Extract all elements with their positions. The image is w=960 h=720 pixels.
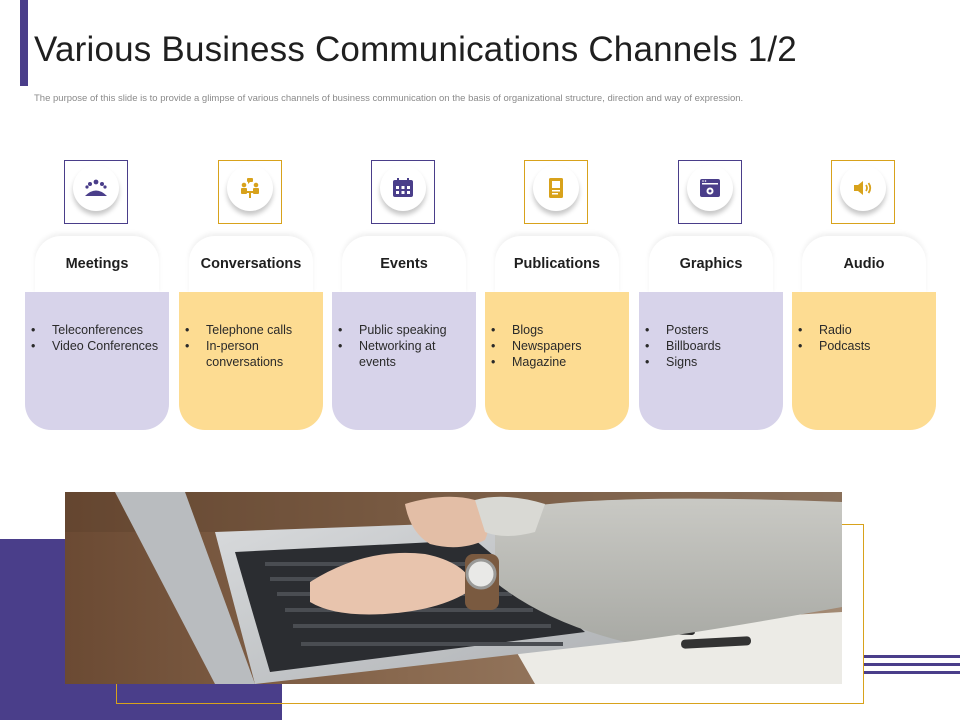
channel-events: Events Public speaking Networking at eve… xyxy=(332,160,476,432)
icon-frame xyxy=(524,160,588,224)
book-icon xyxy=(549,178,563,198)
list-item: Podcasts xyxy=(798,338,930,354)
channel-conversations: Conversations Telephone calls In-person … xyxy=(179,160,323,432)
list-item: Teleconferences xyxy=(31,322,163,338)
channel-name: Publications xyxy=(513,256,601,272)
title-accent-bar xyxy=(20,0,28,86)
icon-frame xyxy=(831,160,895,224)
list-item: Newspapers xyxy=(491,338,623,354)
icon-frame xyxy=(678,160,742,224)
speaker-icon xyxy=(854,181,872,195)
list-item: Billboards xyxy=(645,338,777,354)
channel-items-card: Public speaking Networking at events xyxy=(332,292,476,430)
decorative-lines xyxy=(864,655,960,675)
channel-items-card: Radio Podcasts xyxy=(792,292,936,430)
slide-subtitle: The purpose of this slide is to provide … xyxy=(34,93,744,104)
list-item: Video Conferences xyxy=(31,338,163,354)
list-item: Blogs xyxy=(491,322,623,338)
channel-items-card: Blogs Newspapers Magazine xyxy=(485,292,629,430)
list-item: Magazine xyxy=(491,354,623,370)
list-item: Posters xyxy=(645,322,777,338)
list-item: Signs xyxy=(645,354,777,370)
channel-items-card: Posters Billboards Signs xyxy=(639,292,783,430)
list-item: Radio xyxy=(798,322,930,338)
icon-frame xyxy=(371,160,435,224)
slide-title: Various Business Communications Channels… xyxy=(34,30,797,69)
channel-name: Events xyxy=(380,256,428,272)
list-item: In-person conversations xyxy=(185,338,317,370)
channel-name: Conversations xyxy=(200,256,302,272)
graphics-window-icon xyxy=(700,179,720,197)
channel-items-card: Teleconferences Video Conferences xyxy=(25,292,169,430)
icon-frame xyxy=(64,160,128,224)
laptop-typing-photo xyxy=(65,492,842,684)
channel-name: Meetings xyxy=(65,256,129,272)
people-group-icon xyxy=(85,179,107,196)
channel-audio: Audio Radio Podcasts xyxy=(792,160,936,432)
channel-publications: Publications Blogs Newspapers Magazine xyxy=(485,160,629,432)
channel-meetings: Meetings Teleconferences Video Conferenc… xyxy=(25,160,169,432)
list-item: Networking at events xyxy=(338,338,470,370)
calendar-icon xyxy=(393,178,413,197)
channel-items-card: Telephone calls In-person conversations xyxy=(179,292,323,430)
channel-name: Audio xyxy=(843,256,885,272)
icon-frame xyxy=(218,160,282,224)
channel-name: Graphics xyxy=(679,256,743,272)
list-item: Public speaking xyxy=(338,322,470,338)
conversation-icon xyxy=(241,178,259,198)
channel-graphics: Graphics Posters Billboards Signs xyxy=(639,160,783,432)
list-item: Telephone calls xyxy=(185,322,317,338)
